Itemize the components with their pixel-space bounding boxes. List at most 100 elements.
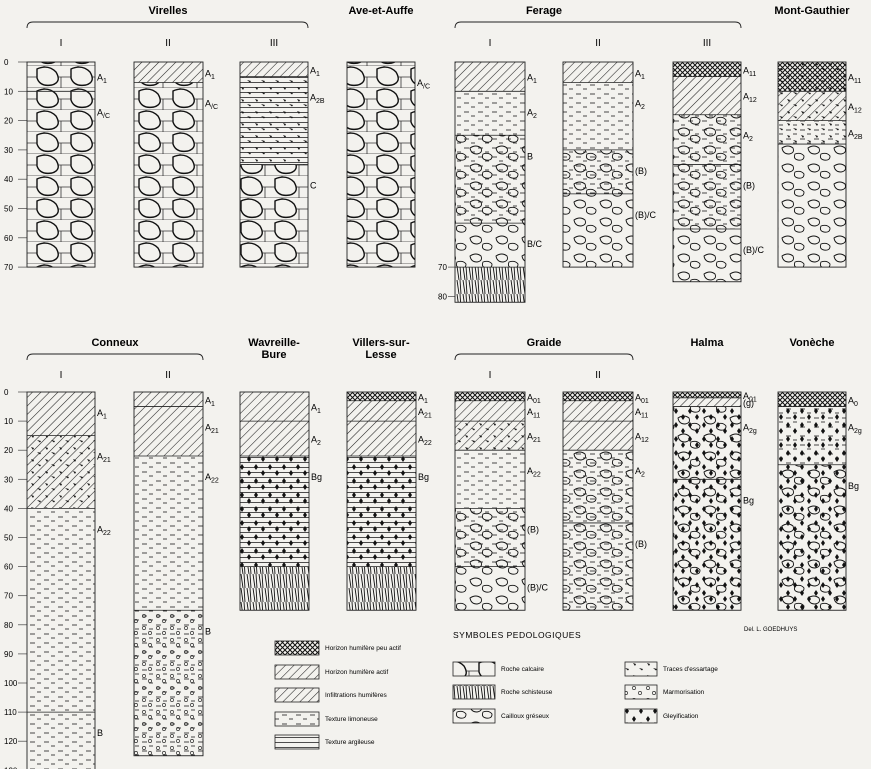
- horizon-label: A1: [527, 73, 537, 86]
- site-name: Virelles: [149, 5, 188, 17]
- legend-label: Cailloux gréseux: [501, 713, 550, 720]
- horizon-label: B/C: [527, 239, 543, 249]
- horizon-label: A/C: [417, 78, 430, 91]
- horizon-label: A01: [527, 392, 541, 405]
- horizon-fill-diag: [347, 401, 416, 421]
- horizon-fill-essart: [455, 421, 525, 450]
- horizon-fill-cross: [673, 392, 741, 398]
- depth-tick-label: 10: [4, 417, 13, 426]
- depth-tick-label: 110: [4, 708, 17, 717]
- horizon-fill-essart: [778, 91, 846, 120]
- depth-tick-label: 100: [4, 679, 18, 688]
- depth-tick-label: 0: [4, 388, 9, 397]
- horizon-label: A1: [97, 408, 107, 421]
- horizon-fill-diag: [455, 401, 525, 421]
- horizon-label: A12: [848, 102, 862, 115]
- horizon-fill-limon: [455, 91, 525, 135]
- legend-item-argile: Texture argileuse: [275, 735, 375, 749]
- horizon-label: A1: [97, 73, 107, 86]
- profile-number: II: [595, 370, 601, 381]
- horizon-label: A21: [205, 423, 219, 436]
- site-name: Ferage: [526, 5, 562, 17]
- profile-number: I: [60, 370, 63, 381]
- legend-swatch: [275, 735, 319, 749]
- site-name: Ave-et-Auffe: [349, 5, 414, 17]
- site-brace: [455, 354, 633, 360]
- depth-tick-label: 90: [4, 650, 13, 659]
- site-brace: [27, 22, 308, 28]
- legend-item-infil: Infiltrations humifères: [275, 688, 388, 702]
- depth-axis-top: 010203040506070: [4, 58, 27, 272]
- legend-item-essart: Traces d'essartage: [625, 662, 718, 676]
- site-name: Vonèche: [789, 337, 834, 349]
- horizon-label: B: [205, 626, 211, 636]
- horizon-fill-gres: [673, 115, 741, 165]
- legend-swatch: [453, 685, 495, 699]
- horizon-fill-limon: [27, 508, 95, 712]
- horizon-fill-essart: [778, 62, 846, 91]
- horizon-label: (B): [743, 181, 755, 191]
- legend-label: Roche calcaire: [501, 666, 544, 673]
- horizon-fill-essart: [778, 121, 846, 144]
- horizon-fill-gley: [778, 407, 846, 465]
- horizon-label: A1: [205, 68, 215, 81]
- legend-swatch: [275, 641, 319, 655]
- horizon-fill-gley: [347, 456, 416, 567]
- depth-tick-label: 50: [4, 205, 13, 214]
- horizon-label: A22: [418, 435, 432, 448]
- horizon-label: A/C: [97, 107, 110, 120]
- depth-tick-label: 40: [4, 504, 13, 513]
- profile-number: I: [60, 38, 63, 49]
- horizon-label: A11: [743, 65, 756, 78]
- credit: Del. L. GOEDHUYS: [744, 627, 797, 633]
- profile-wavreille-bure: A1A2Bg: [240, 392, 322, 610]
- horizon-fill-diag: [563, 62, 633, 83]
- horizon-fill-cross: [778, 392, 846, 407]
- horizon-label: A22: [205, 472, 219, 485]
- horizon-label: (B): [635, 166, 647, 176]
- site-name: Graide: [527, 337, 562, 349]
- horizon-fill-gley: [673, 479, 741, 610]
- horizon-fill-gley: [240, 456, 309, 567]
- horizon-label: A1: [418, 392, 428, 405]
- horizon-label: A2B: [848, 128, 863, 141]
- depth-tick-label: 50: [4, 534, 13, 543]
- horizon-label: A1: [310, 65, 320, 78]
- legend-item-gley: Gleyification: [625, 709, 699, 723]
- horizon-label: A21: [418, 407, 432, 420]
- horizon-fill-gres: [563, 194, 633, 267]
- legend-label: Texture argileuse: [325, 739, 375, 746]
- horizon-fill-diag: [563, 401, 633, 421]
- horizon-fill-diag: [134, 407, 203, 456]
- profile-number: I: [489, 370, 492, 381]
- site-header: Wavreille-Bure: [248, 337, 300, 361]
- profile-ferage-2: A1A2(B)(B)/C: [563, 62, 656, 267]
- horizon-fill-diag: [673, 77, 741, 115]
- legend-label: Horizon humifère peu actif: [325, 645, 401, 652]
- depth-tick-label: 70: [4, 263, 13, 272]
- profile-number: III: [703, 38, 711, 49]
- horizon-fill-cross: [455, 392, 525, 401]
- legend-item-actif: Horizon humifère actif: [275, 665, 388, 679]
- legend-item-limon: Texture limoneuse: [275, 712, 378, 726]
- profile-number: II: [595, 38, 601, 49]
- legend-swatch: [275, 688, 319, 702]
- site-name: Halma: [690, 337, 724, 349]
- horizon-fill-gres: [455, 567, 525, 611]
- horizon-label: Bg: [418, 472, 429, 482]
- profile-ave-et-auffe: A/C: [347, 62, 430, 267]
- horizon-label: B: [527, 151, 533, 161]
- depth-tick-label: 20: [4, 446, 13, 455]
- legend-item-marmor: Marmorisation: [625, 685, 705, 699]
- horizon-fill-gres: [455, 223, 525, 267]
- horizon-fill-cross: [347, 392, 416, 401]
- horizon-label: A01: [635, 392, 649, 405]
- depth-axis-bottom: 0102030405060708090100110120130: [4, 388, 27, 769]
